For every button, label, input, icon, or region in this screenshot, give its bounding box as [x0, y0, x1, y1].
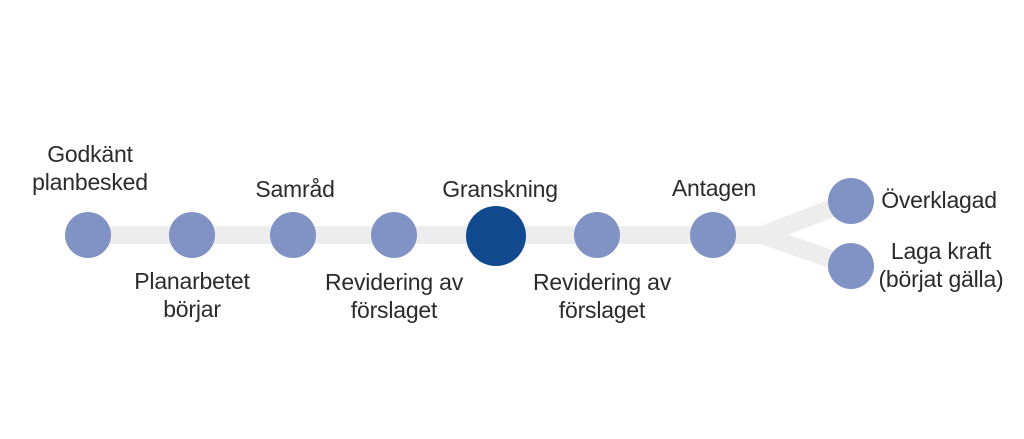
label-line: förslaget [558, 297, 646, 323]
label-line: Revidering av [532, 269, 672, 295]
step-label-revidering-av-forslaget-1: Revidering av förslaget [325, 268, 463, 324]
label-line: Antagen [671, 175, 757, 201]
step-label-samrad: Samråd [255, 175, 335, 203]
step-node-samrad [270, 212, 316, 258]
step-label-planarbetet-borjar: Planarbetet börjar [134, 267, 250, 323]
step-label-godkant-planbesked: Godkänt planbesked [32, 140, 148, 196]
step-label-revidering-av-forslaget-2: Revidering av förslaget [533, 268, 671, 324]
step-label-laga-kraft: Laga kraft (börjat gälla) [878, 237, 1003, 293]
label-line: Godkänt [47, 141, 133, 167]
label-line: Revidering av [324, 269, 464, 295]
step-node-laga-kraft [828, 243, 874, 289]
label-line: (börjat gälla) [878, 266, 1004, 292]
step-label-overklagad: Överklagad [881, 186, 997, 214]
label-line: Överklagad [881, 187, 997, 213]
label-line: Planarbetet [134, 268, 250, 294]
label-line: förslaget [350, 297, 438, 323]
step-node-granskning-active [466, 206, 526, 266]
label-line: börjar [163, 296, 221, 322]
step-label-antagen: Antagen [672, 174, 756, 202]
step-node-overklagad [828, 178, 874, 224]
step-node-revidering-av-forslaget-1 [371, 212, 417, 258]
step-node-planarbetet-borjar [169, 212, 215, 258]
label-line: planbesked [32, 169, 148, 195]
step-node-antagen [690, 212, 736, 258]
step-node-revidering-av-forslaget-2 [574, 212, 620, 258]
step-node-godkant-planbesked [65, 212, 111, 258]
label-line: Laga kraft [890, 238, 992, 264]
step-label-granskning: Granskning [442, 175, 558, 203]
label-line: Samråd [255, 176, 335, 202]
label-line: Granskning [442, 176, 558, 202]
